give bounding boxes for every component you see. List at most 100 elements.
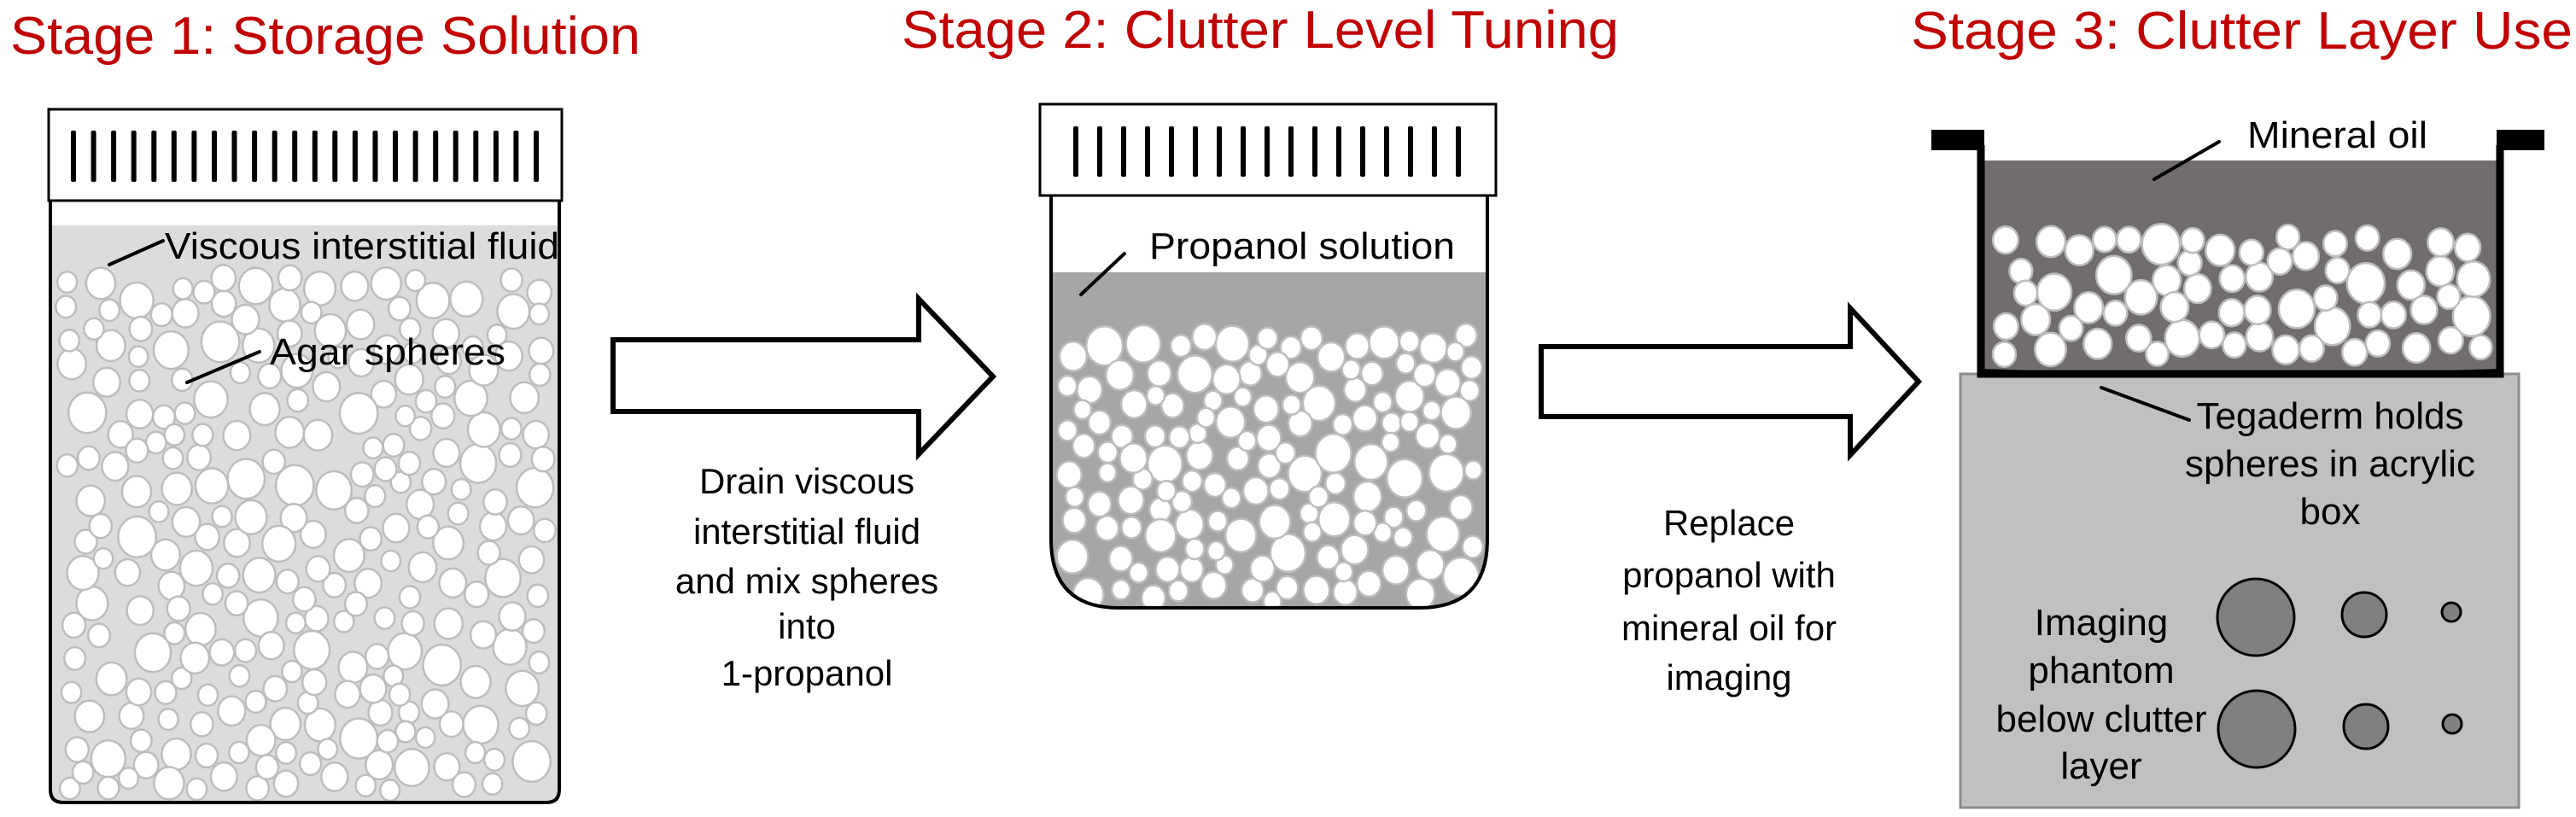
agar-sphere [476, 540, 501, 566]
agar-sphere [2182, 272, 2212, 305]
agar-sphere [1072, 399, 1093, 421]
agar-sphere [229, 360, 252, 385]
agar-sphere [194, 742, 219, 769]
transition-2-line-3: mineral oil for [1621, 608, 1837, 648]
agar-sphere [1454, 322, 1479, 348]
agar-sphere [117, 767, 140, 791]
agar-sphere [2277, 288, 2316, 330]
tegaderm-leader-line [2100, 386, 2191, 422]
acrylic-box-walls [1977, 145, 2504, 378]
agar-sphere [338, 391, 379, 435]
agar-sphere [233, 638, 258, 663]
agar-sphere [2082, 327, 2113, 360]
agar-sphere [359, 526, 383, 552]
agar-sphere [2427, 227, 2455, 258]
cap-ridge [352, 131, 358, 182]
agar-sphere [1268, 476, 1291, 501]
agar-sphere [193, 380, 229, 419]
agar-sphere [276, 319, 303, 348]
agar-sphere [92, 546, 114, 570]
cap-ridge [372, 131, 378, 182]
agar-sphere [449, 280, 484, 318]
transition-1-line-2: interstitial fluid [693, 511, 920, 551]
agar-sphere [1087, 409, 1113, 436]
agar-sphere [1448, 493, 1474, 522]
agar-sphere [154, 680, 178, 705]
agar-sphere [63, 645, 87, 671]
agar-sphere [402, 341, 424, 365]
cap-ridge [1456, 126, 1461, 177]
agar-sphere [373, 456, 398, 482]
stage-3-clutter-layer: Mineral oil Tegaderm holds spheres in ac… [1931, 114, 2544, 809]
agar-sphere [1352, 442, 1389, 481]
phantom-label-line-4: layer [2060, 745, 2141, 787]
agar-sphere [2238, 238, 2265, 266]
agar-sphere [107, 420, 134, 449]
agar-sphere [149, 538, 182, 572]
agar-sphere [185, 777, 208, 802]
agar-sphere [96, 775, 120, 801]
agar-sphere [1380, 431, 1401, 453]
agar-sphere [237, 266, 274, 306]
agar-sphere [119, 281, 155, 320]
agar-sphere [2204, 233, 2236, 267]
tegaderm-label-line-3: box [2300, 491, 2361, 533]
agar-sphere [353, 568, 383, 599]
agar-sphere [1055, 538, 1089, 575]
agar-sphere [1094, 514, 1120, 542]
agar-sphere [1061, 506, 1088, 534]
agar-sphere [313, 312, 348, 349]
agar-sphere [166, 595, 191, 622]
agar-sphere [1405, 577, 1436, 608]
agar-sphere [1105, 359, 1136, 392]
agar-sphere [60, 680, 83, 704]
agar-sphere [1425, 515, 1461, 553]
agar-sphere [530, 446, 556, 473]
phantom-target-large [2217, 689, 2297, 769]
agar-sphere [2222, 331, 2247, 359]
agar-sphere [1124, 324, 1162, 364]
agar-sphere [1332, 578, 1359, 607]
agar-spheres-group [1991, 222, 2493, 368]
agar-sphere [1991, 341, 2018, 368]
agar-sphere [382, 432, 406, 458]
agar-sphere [359, 673, 388, 704]
agar-sphere [2094, 254, 2133, 295]
agar-sphere [1334, 561, 1354, 583]
agar-sphere [499, 417, 523, 441]
agar-sphere [71, 760, 95, 785]
transition-arrow-2 [1539, 301, 1923, 462]
agar-sphere [526, 583, 550, 609]
agar-sphere [2164, 318, 2201, 359]
agar-sphere [315, 470, 353, 511]
agar-sphere [1314, 432, 1352, 474]
agar-sphere [161, 471, 194, 506]
agar-sphere [286, 388, 310, 413]
cap-ridge [292, 131, 298, 182]
agar-sphere [56, 347, 88, 381]
cap-ridge [1384, 126, 1389, 177]
agar-spheres-group [1055, 322, 1485, 608]
cap-ridge [433, 131, 439, 182]
viscous-fluid-label: Viscous interstitial fluid [165, 225, 559, 267]
agar-sphere [1097, 462, 1118, 484]
agar-sphere [332, 610, 355, 633]
agar-sphere [2453, 232, 2482, 263]
agar-sphere [300, 301, 323, 325]
agar-sphere [416, 514, 441, 540]
agar-sphere [248, 392, 281, 427]
agar-sphere [2275, 223, 2301, 251]
agar-sphere [1434, 367, 1462, 398]
agar-sphere [451, 771, 477, 798]
agar-sphere [242, 557, 277, 594]
agar-sphere [432, 437, 461, 469]
agar-sphere [494, 340, 523, 372]
agar-sphere [85, 266, 117, 301]
agar-sphere [1331, 412, 1354, 436]
agar-sphere [1463, 459, 1484, 481]
agar-sphere [354, 773, 377, 798]
agar-sphere [481, 772, 504, 797]
agar-sphere [1269, 533, 1307, 574]
agar-sphere [362, 436, 384, 460]
